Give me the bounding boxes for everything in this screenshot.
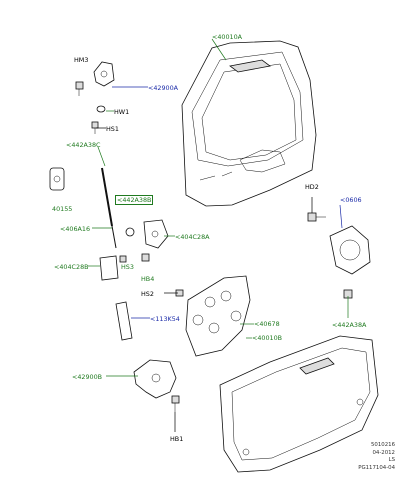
upper-tailgate-panel: [181, 40, 317, 207]
striker-404C28B: [99, 255, 119, 281]
bolt-hm3: [75, 81, 84, 96]
callout-40678: <40678: [254, 320, 280, 328]
gas-strut: [101, 167, 117, 249]
lower-hinge: [133, 359, 177, 399]
bolt-hb4: [141, 253, 150, 262]
callout-40010B: <40010B: [252, 334, 283, 342]
screw-hs3: [119, 255, 127, 263]
callout-404C28A: <404C28A: [175, 233, 210, 241]
drawing-reference: PG117104-04: [358, 464, 395, 471]
lower-tailgate-panel: [219, 335, 379, 473]
washer-hw1: [96, 105, 106, 113]
panel-40678: [185, 275, 251, 357]
screw-hs1: [91, 121, 99, 134]
callout-406A16: <406A16: [60, 225, 91, 233]
callout-442A38A: <442A38A: [332, 321, 367, 329]
callout-42900B: <42900B: [72, 373, 103, 381]
callout-40155: 40155: [52, 205, 73, 213]
drawing-metadata: 5010216 04-2012 LS PG117104-04: [358, 442, 395, 472]
grommet-442A38B: [125, 227, 135, 237]
callout-HD2: HD2: [305, 183, 319, 191]
callout-0606: <0606: [340, 196, 362, 204]
callout-HS3: HS3: [121, 263, 134, 271]
bracket-113K54: [115, 301, 133, 341]
callout-40010A: <40010A: [212, 33, 243, 41]
callout-HS1: HS1: [106, 125, 119, 133]
drawing-date: 04-2012: [372, 449, 395, 456]
callout-442A38C: <442A38C: [66, 141, 101, 149]
leader-lines: [88, 38, 349, 432]
switch-40155: [49, 167, 65, 191]
bolt-hb1: [171, 395, 180, 412]
callout-HB4: HB4: [141, 275, 155, 283]
latch-404C28A: [143, 219, 169, 249]
bolt-hd2: [307, 212, 326, 222]
callout-42900A: <42900A: [148, 84, 179, 92]
callout-HB1: HB1: [170, 435, 184, 443]
callout-HS2: HS2: [141, 290, 154, 298]
callout-404C28B: <404C28B: [54, 263, 89, 271]
callout-HM3: HM3: [74, 56, 89, 64]
drawing-model-code: LS: [388, 457, 395, 463]
drawing-number: 5010216: [370, 442, 395, 448]
callout-113K54: <113K54: [150, 315, 180, 323]
upper-hinge: [93, 61, 115, 87]
motor-0606: [329, 225, 371, 275]
callout-HW1: HW1: [114, 108, 130, 116]
callout-442A38B: <442A38B: [115, 195, 154, 205]
